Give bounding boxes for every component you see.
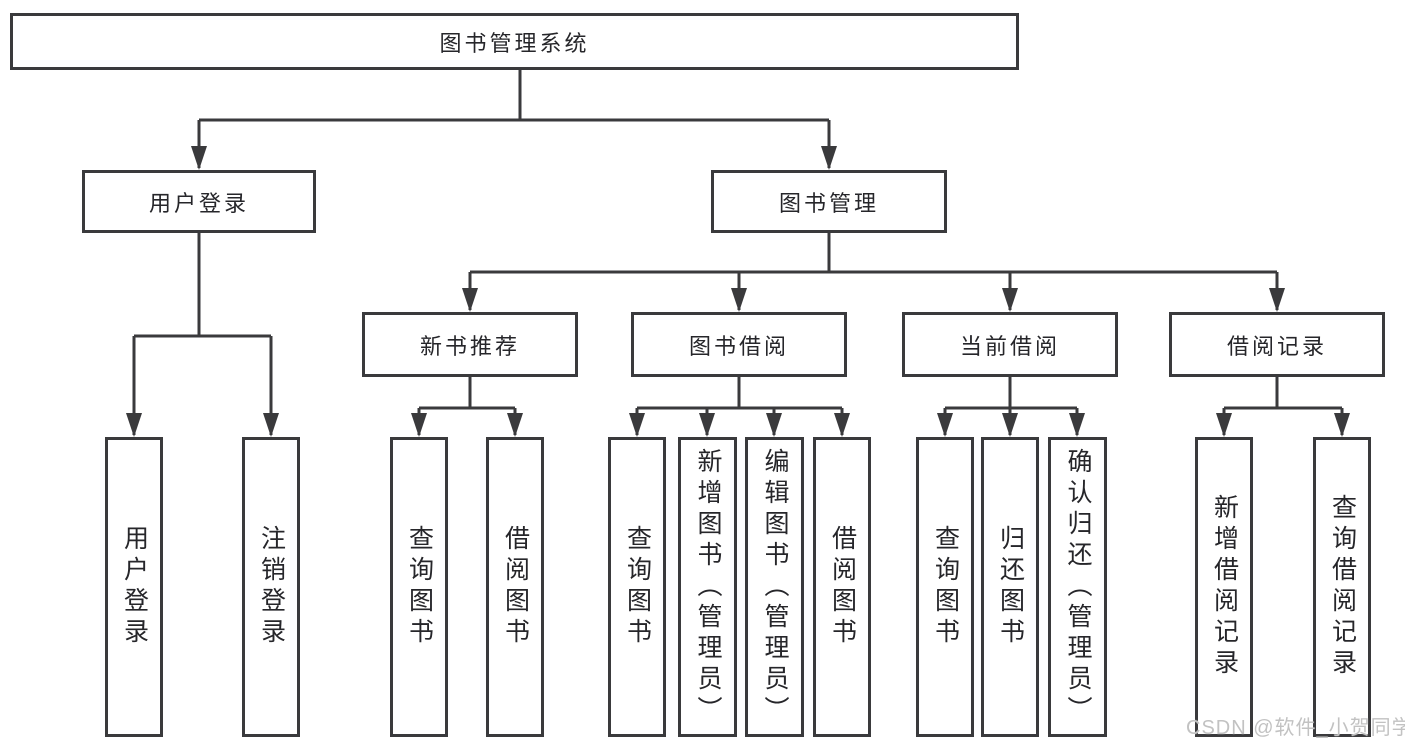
leaf-return-books: 归还图书 <box>981 437 1039 737</box>
connector-current-borrowing-to-leaves <box>937 376 1085 437</box>
connector-book-management-to-level3 <box>462 232 1285 312</box>
node-label: 图书借阅 <box>688 333 789 359</box>
node-label: 查询图书 <box>405 525 434 649</box>
arrowhead-down-icon <box>1334 413 1350 437</box>
connector-user-login-to-leaves <box>126 232 279 437</box>
connector-line <box>635 376 844 435</box>
arrowhead-down-icon <box>766 413 782 437</box>
arrowhead-down-icon <box>821 146 837 170</box>
connector-line <box>1222 376 1344 435</box>
node-library-management-system: 图书管理系统 <box>10 13 1019 70</box>
leaf-add-borrow-record: 新增借阅记录 <box>1195 437 1253 737</box>
arrowhead-down-icon <box>1069 413 1085 437</box>
leaf-query-books-borrowing: 查询图书 <box>608 437 666 737</box>
node-label: 新增借阅记录 <box>1210 494 1239 680</box>
connector-new-book-recommendation-to-leaves <box>411 376 523 437</box>
connector-book-borrowing-to-leaves <box>629 376 850 437</box>
node-user-login: 用户登录 <box>82 170 316 233</box>
csdn-watermark: CSDN @软件_小贺同学 <box>1186 717 1405 739</box>
arrowhead-down-icon <box>1002 288 1018 312</box>
node-book-borrowing: 图书借阅 <box>631 312 847 377</box>
node-label: 用户登录 <box>148 190 249 216</box>
node-label: 借阅图书 <box>501 525 530 649</box>
leaf-query-borrow-record: 查询借阅记录 <box>1313 437 1371 737</box>
arrowhead-down-icon <box>1269 288 1285 312</box>
leaf-borrow-books-borrowing: 借阅图书 <box>813 437 871 737</box>
node-label: 查询图书 <box>623 525 652 649</box>
arrowhead-down-icon <box>699 413 715 437</box>
leaf-logout-login: 注销登录 <box>242 437 300 737</box>
arrowhead-down-icon <box>126 413 142 437</box>
leaf-add-books-admin: 新增图书（管理员） <box>678 437 737 737</box>
connector-line <box>468 232 1279 310</box>
arrowhead-down-icon <box>834 413 850 437</box>
connector-line <box>132 232 273 435</box>
leaf-query-books-recommend: 查询图书 <box>390 437 448 737</box>
arrowhead-down-icon <box>1216 413 1232 437</box>
node-label: 新增图书（管理员） <box>694 447 722 727</box>
arrowhead-down-icon <box>1002 413 1018 437</box>
node-label: 注销登录 <box>257 525 286 649</box>
connector-line <box>943 376 1079 435</box>
arrowhead-down-icon <box>411 413 427 437</box>
arrowhead-down-icon <box>462 288 478 312</box>
node-label: 查询图书 <box>931 525 960 649</box>
node-label: 归还图书 <box>996 525 1025 649</box>
arrowhead-down-icon <box>191 146 207 170</box>
connector-borrowing-records-to-leaves <box>1216 376 1350 437</box>
node-label: 图书管理 <box>778 190 879 216</box>
arrowhead-down-icon <box>263 413 279 437</box>
arrowhead-down-icon <box>731 288 747 312</box>
node-label: 借阅记录 <box>1226 333 1327 359</box>
node-label: 图书管理系统 <box>439 30 590 56</box>
leaf-query-books-current: 查询图书 <box>916 437 974 737</box>
node-label: 新书推荐 <box>419 333 520 359</box>
leaf-user-login: 用户登录 <box>105 437 163 737</box>
node-current-borrowing: 当前借阅 <box>902 312 1118 377</box>
leaf-confirm-return-admin: 确认归还（管理员） <box>1048 437 1107 737</box>
node-label: 查询借阅记录 <box>1328 494 1357 680</box>
connector-line <box>197 69 831 168</box>
node-label: 当前借阅 <box>959 333 1060 359</box>
node-label: 编辑图书（管理员） <box>761 447 789 727</box>
leaf-borrow-books-recommend: 借阅图书 <box>486 437 544 737</box>
connector-root-to-branches <box>191 69 837 170</box>
node-book-management: 图书管理 <box>711 170 947 233</box>
node-label: 借阅图书 <box>828 525 857 649</box>
arrowhead-down-icon <box>507 413 523 437</box>
arrowhead-down-icon <box>937 413 953 437</box>
connector-line <box>417 376 517 435</box>
node-borrowing-records: 借阅记录 <box>1169 312 1385 377</box>
node-new-book-recommendation: 新书推荐 <box>362 312 578 377</box>
leaf-edit-books-admin: 编辑图书（管理员） <box>745 437 804 737</box>
node-label: 确认归还（管理员） <box>1064 447 1092 727</box>
node-label: 用户登录 <box>120 525 149 649</box>
arrowhead-down-icon <box>629 413 645 437</box>
